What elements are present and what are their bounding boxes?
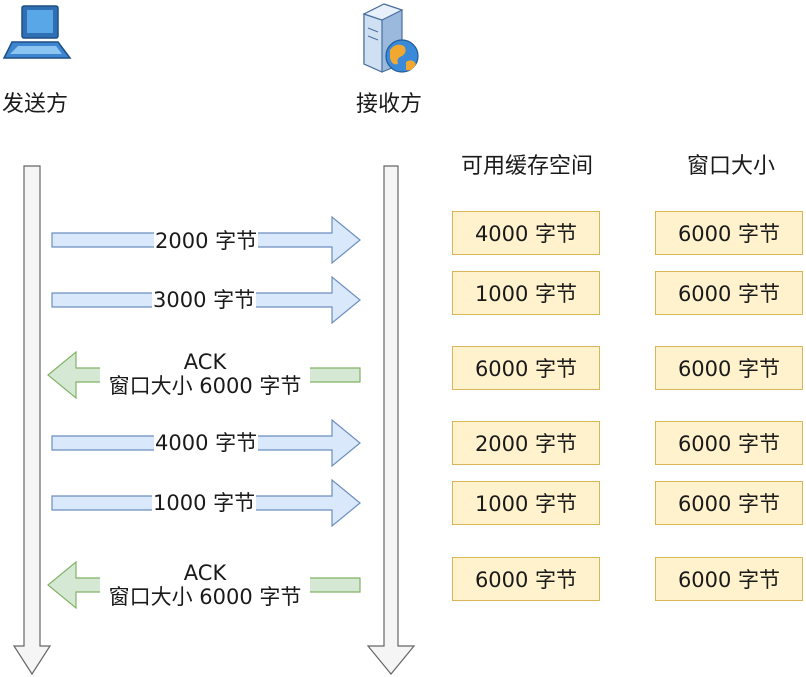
message-label-2: 3000 字节 — [152, 288, 257, 312]
window-size-header: 窗口大小 — [686, 154, 775, 179]
ack-window-size: 窗口大小 6000 字节 — [108, 374, 302, 398]
available-cell-2: 1000 字节 — [452, 271, 600, 315]
window-cell-3: 6000 字节 — [655, 346, 803, 390]
message-arrows — [47, 215, 361, 610]
window-cell-5: 6000 字节 — [655, 481, 803, 525]
ack-title: ACK — [183, 350, 227, 374]
ack-title: ACK — [183, 561, 227, 585]
ack-label-2: ACK 窗口大小 6000 字节 — [100, 561, 310, 609]
ack-window-size: 窗口大小 6000 字节 — [108, 585, 302, 609]
available-cell-6: 6000 字节 — [452, 557, 600, 601]
sender-timeline — [12, 165, 52, 676]
message-label-4: 4000 字节 — [154, 431, 259, 455]
message-label-1: 2000 字节 — [154, 229, 259, 253]
message-label-5: 1000 字节 — [152, 491, 257, 515]
receiver-label: 接收方 — [356, 92, 423, 117]
window-cell-6: 6000 字节 — [655, 557, 803, 601]
available-cell-4: 2000 字节 — [452, 421, 600, 465]
window-cell-4: 6000 字节 — [655, 421, 803, 465]
window-cell-1: 6000 字节 — [655, 211, 803, 255]
laptop-icon — [2, 5, 72, 59]
receiver-timeline — [366, 165, 416, 675]
server-globe-icon — [362, 3, 419, 73]
available-cell-1: 4000 字节 — [452, 211, 600, 255]
available-cell-3: 6000 字节 — [452, 346, 600, 390]
available-buffer-header: 可用缓存空间 — [460, 154, 593, 179]
available-cell-5: 1000 字节 — [452, 481, 600, 525]
sender-label: 发送方 — [2, 92, 69, 117]
ack-label-1: ACK 窗口大小 6000 字节 — [100, 350, 310, 398]
window-cell-2: 6000 字节 — [655, 271, 803, 315]
